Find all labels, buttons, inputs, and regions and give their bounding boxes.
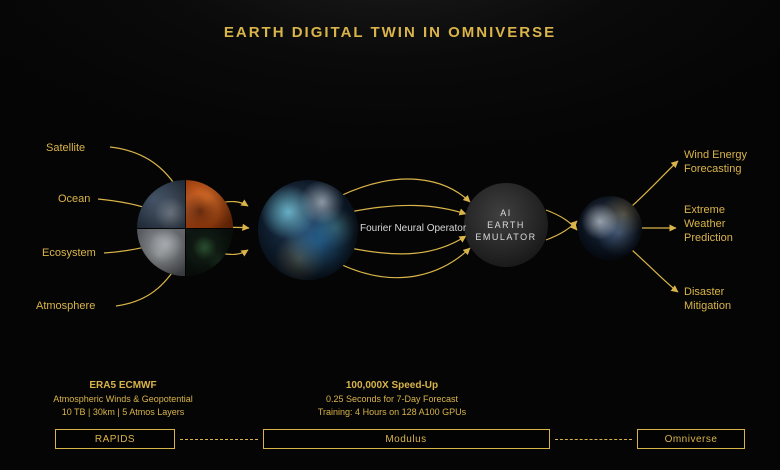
globe-shading — [578, 196, 642, 260]
pipeline-box-omniverse: Omniverse — [637, 429, 745, 449]
stats-era5-line3: 10 TB | 30km | 5 Atmos Layers — [61, 407, 185, 417]
input-data-globe — [137, 180, 233, 276]
stats-speedup-line2: 0.25 Seconds for 7-Day Forecast — [325, 394, 459, 404]
output-line: Mitigation — [684, 300, 732, 312]
page-title: EARTH DIGITAL TWIN IN OMNIVERSE — [223, 24, 557, 41]
stats-era5-heading: ERA5 ECMWF — [89, 380, 157, 391]
output-label-wind-energy: Wind Energy Forecasting — [684, 148, 747, 176]
pipeline-dashed-connector — [554, 438, 632, 440]
pipeline-box-rapids: RAPIDS — [55, 429, 175, 449]
output-line: Prediction — [684, 232, 733, 244]
output-line: Forecasting — [684, 163, 742, 175]
output-line: Extreme — [684, 204, 725, 216]
output-line: Wind Energy — [684, 149, 747, 161]
output-label-disaster-mitigation: Disaster Mitigation — [684, 285, 731, 313]
emulator-label-line1: AI — [500, 208, 512, 218]
pipeline-box-modulus: Modulus — [262, 429, 550, 449]
input-label-ocean: Ocean — [58, 193, 91, 205]
globe-shading — [137, 180, 233, 276]
stats-era5-line2: Atmospheric Winds & Geopotential — [53, 394, 193, 404]
input-label-satellite: Satellite — [46, 142, 86, 154]
output-line: Weather — [684, 218, 726, 230]
stats-era5: ERA5 ECMWF Atmospheric Winds & Geopotent… — [18, 379, 228, 419]
input-label-ecosystem: Ecosystem — [42, 247, 96, 259]
globe-shading — [258, 180, 358, 280]
fourier-neural-operator-label: Fourier Neural Operator — [360, 223, 467, 234]
emulator-label-line2: EARTH — [487, 220, 525, 230]
ai-earth-emulator-node: AI EARTH EMULATOR — [464, 183, 548, 267]
stats-speedup: 100,000X Speed-Up 0.25 Seconds for 7-Day… — [262, 379, 522, 419]
emulator-label-line3: EMULATOR — [475, 232, 537, 242]
fno-globe — [258, 180, 358, 280]
output-globe — [578, 196, 642, 260]
pipeline-dashed-connector — [180, 438, 258, 440]
input-label-atmosphere: Atmosphere — [36, 300, 96, 312]
stats-speedup-heading: 100,000X Speed-Up — [345, 380, 439, 391]
output-label-extreme-weather: Extreme Weather Prediction — [684, 203, 733, 245]
pipeline-row: RAPIDS Modulus Omniverse — [55, 429, 745, 449]
output-line: Disaster — [684, 286, 725, 298]
stats-speedup-line3: Training: 4 Hours on 128 A100 GPUs — [317, 407, 467, 417]
